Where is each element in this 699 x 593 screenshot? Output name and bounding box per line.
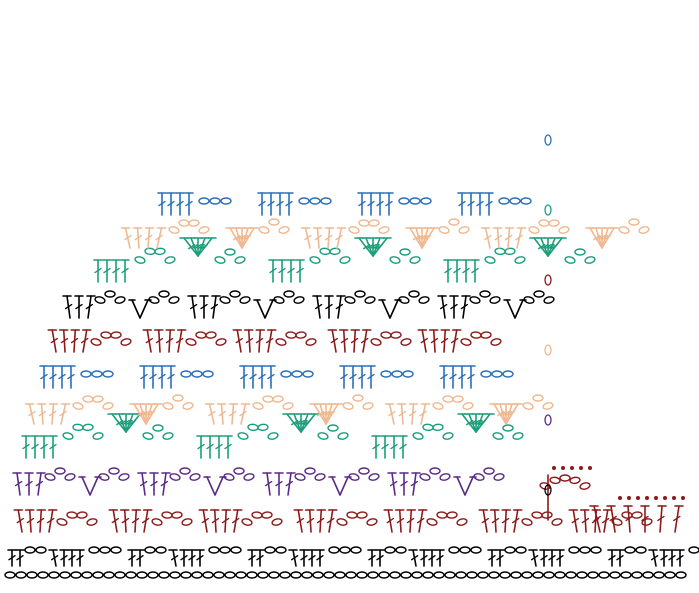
stitch-row-2 (8, 547, 699, 566)
stitch-row-5 (22, 414, 524, 458)
stitch-row-9 (63, 291, 555, 318)
stitch-row-7 (40, 366, 513, 388)
stitch-row-1 (5, 572, 686, 578)
stitch-row-10 (94, 238, 596, 282)
stitch-row-3 (14, 510, 652, 532)
stitch-row-8 (48, 330, 501, 352)
side-edge-stitches (539, 135, 685, 532)
stitch-row-4 (13, 468, 505, 495)
stitch-row-12 (158, 193, 531, 215)
stitch-row-11 (122, 219, 650, 248)
stitch-row-6 (26, 395, 554, 424)
